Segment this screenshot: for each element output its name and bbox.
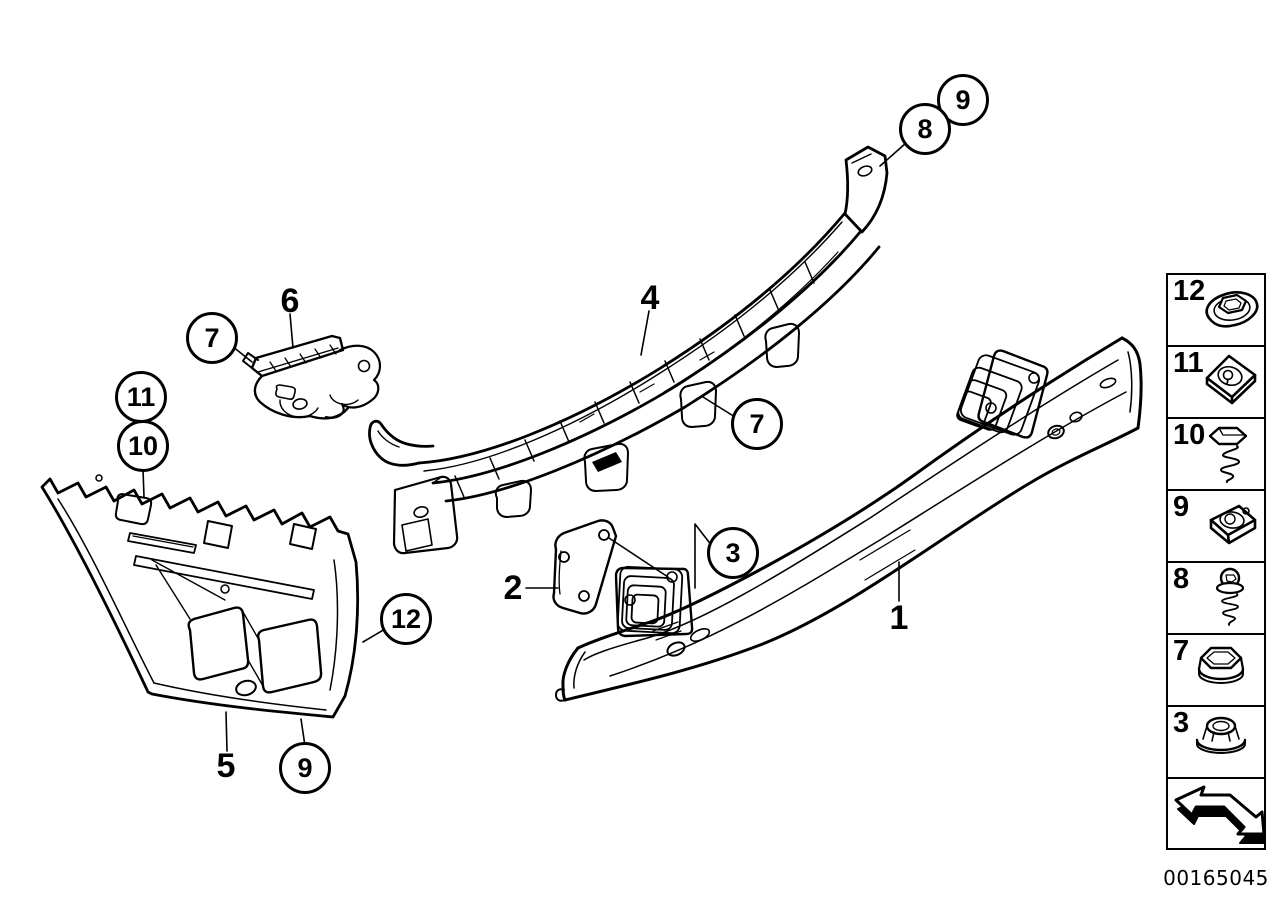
callout-8[interactable]: 8 [899, 103, 951, 155]
part-1-bumper-beam-drawing [555, 336, 1143, 702]
legend-panel: 12 11 10 [1166, 273, 1266, 850]
part-2-plate-drawing [552, 519, 618, 615]
callout-1[interactable]: 1 [889, 599, 909, 637]
legend-nav-button[interactable] [1166, 777, 1266, 850]
washer-head-screw-icon [1215, 567, 1245, 626]
callout-5[interactable]: 5 [216, 747, 236, 785]
part-5-side-bracket-drawing [40, 474, 360, 719]
callout-10[interactable]: 10 [117, 420, 169, 472]
callout-6[interactable]: 6 [280, 282, 300, 320]
hex-flange-nut-icon [1197, 646, 1245, 684]
legend-item-label: 8 [1173, 563, 1190, 595]
legend-item-7[interactable]: 7 [1166, 633, 1266, 707]
legend-item-9[interactable]: 9 [1166, 489, 1266, 563]
legend-item-label: 7 [1173, 635, 1190, 667]
legend-item-label: 12 [1173, 275, 1206, 307]
callout-3[interactable]: 3 [707, 527, 759, 579]
legend-item-8[interactable]: 8 [1166, 561, 1266, 635]
callout-7-middle[interactable]: 7 [731, 398, 783, 450]
callout-2[interactable]: 2 [503, 569, 523, 607]
legend-item-label: 11 [1173, 347, 1204, 379]
legend-item-10[interactable]: 10 [1166, 417, 1266, 491]
part-4-carrier-drawing [368, 145, 889, 555]
back-arrow-icon [1174, 785, 1266, 844]
hex-screw-icon [1208, 426, 1248, 483]
leader-lines [142, 142, 907, 752]
callout-4[interactable]: 4 [640, 279, 660, 317]
legend-item-label: 3 [1173, 707, 1190, 739]
mount-pad-right-drawing [956, 349, 1049, 439]
document-number: 00165045 [1163, 866, 1269, 890]
legend-item-12[interactable]: 12 [1166, 273, 1266, 347]
callout-9-bottom[interactable]: 9 [279, 742, 331, 794]
callout-11[interactable]: 11 [115, 371, 167, 423]
legend-item-11[interactable]: 11 [1166, 345, 1266, 419]
flange-nut-washer-icon [1205, 291, 1259, 328]
clip-nut-flat-icon [1209, 504, 1257, 545]
callout-12[interactable]: 12 [380, 593, 432, 645]
legend-item-label: 10 [1173, 419, 1206, 451]
mount-pad-left-drawing [614, 565, 694, 638]
callout-7-upper[interactable]: 7 [186, 312, 238, 364]
legend-item-label: 9 [1173, 491, 1190, 523]
legend-item-3[interactable]: 3 [1166, 705, 1266, 779]
clip-nut-icon [1205, 354, 1257, 405]
part-6-bracket-drawing [242, 334, 382, 420]
hex-flange-nut-open-icon [1195, 716, 1247, 754]
